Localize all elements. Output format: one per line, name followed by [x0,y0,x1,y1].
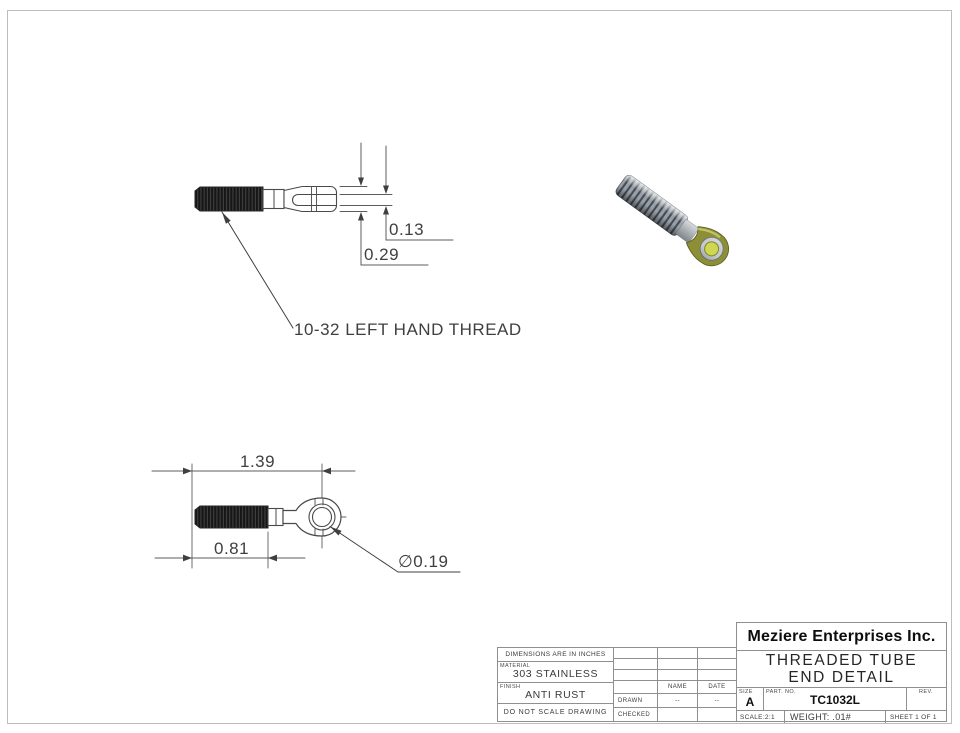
name-header: NAME [658,681,698,694]
material-row: MATERIAL 303 STAINLESS [498,662,613,683]
side-view-threaded-rod [194,505,269,529]
company-name: Meziere Enterprises Inc. [737,623,946,651]
drawn-label: DRAWN [614,694,658,708]
date-header: DATE [698,681,736,694]
finish-value: ANTI RUST [525,689,586,701]
dim-fork-width-label: 0.29 [364,245,400,264]
thread-note-label: 10-32 LEFT HAND THREAD [294,320,522,339]
rev-cell: REV. [907,688,946,710]
drawn-date: -- [698,694,736,708]
sheet-value: SHEET 1 OF 1 [890,713,937,721]
thread-note-leader [221,211,294,329]
dim-overall-length-label: 1.39 [240,452,276,471]
scale-value: SCALE:2:1 [737,711,785,723]
top-view-linework [194,142,454,329]
dim-hole-diameter-label: ∅0.19 [398,552,449,571]
hole-dia-leader [329,526,461,573]
finish-row: FINISH ANTI RUST [498,683,613,704]
title-block-notes: DIMENSIONS ARE IN INCHES MATERIAL 303 ST… [497,647,614,722]
size-part-rev-row: SIZE A PART. NO. TC1032L REV. [737,688,946,711]
part-no-value: TC1032L [809,693,861,707]
iso-eye-hole [704,241,720,257]
title-block: DIMENSIONS ARE IN INCHES MATERIAL 303 ST… [497,622,947,723]
size-cell: SIZE A [737,688,764,710]
title-block-main: Meziere Enterprises Inc. THREADED TUBE E… [736,622,947,723]
size-value: A [745,695,755,709]
drawing-title-line2: END DETAIL [788,669,895,686]
side-view-linework [151,463,461,573]
top-view-fork [283,185,338,213]
dim-overall-length-lines [151,467,356,475]
size-label: SIZE [739,689,753,695]
side-view-hole [311,506,333,528]
drawing-title-line1: THREADED TUBE [765,651,918,669]
title-block-signoff-grid: NAME DATE DRAWN -- -- CHECKED [613,647,737,722]
material-value: 303 STAINLESS [512,668,599,680]
dimensions-note: DIMENSIONS ARE IN INCHES [498,648,613,662]
sheet-border [7,10,952,724]
weight-value: WEIGHT: .01# [785,711,886,723]
part-no-label: PART. NO. [766,689,796,695]
dim-fork-width-lines [358,142,429,266]
dim-thread-length-label: 0.81 [214,539,250,558]
finish-label: FINISH [500,684,521,690]
top-view-threaded-rod [194,186,264,212]
dim-slot-width-lines [383,145,454,241]
rev-label: REV. [919,689,933,695]
material-label: MATERIAL [500,663,531,669]
dim-thread-length-lines [154,554,306,562]
dim-slot-width-label: 0.13 [389,220,425,239]
part-no-cell: PART. NO. TC1032L [764,688,907,710]
no-scale-note: DO NOT SCALE DRAWING [503,708,608,716]
drawing-title: THREADED TUBE END DETAIL [737,651,946,688]
checked-label: CHECKED [614,708,658,721]
drawn-name: -- [658,694,698,708]
iso-view [615,174,729,267]
scale-weight-sheet-row: SCALE:2:1 WEIGHT: .01# SHEET 1 OF 1 [737,711,946,723]
